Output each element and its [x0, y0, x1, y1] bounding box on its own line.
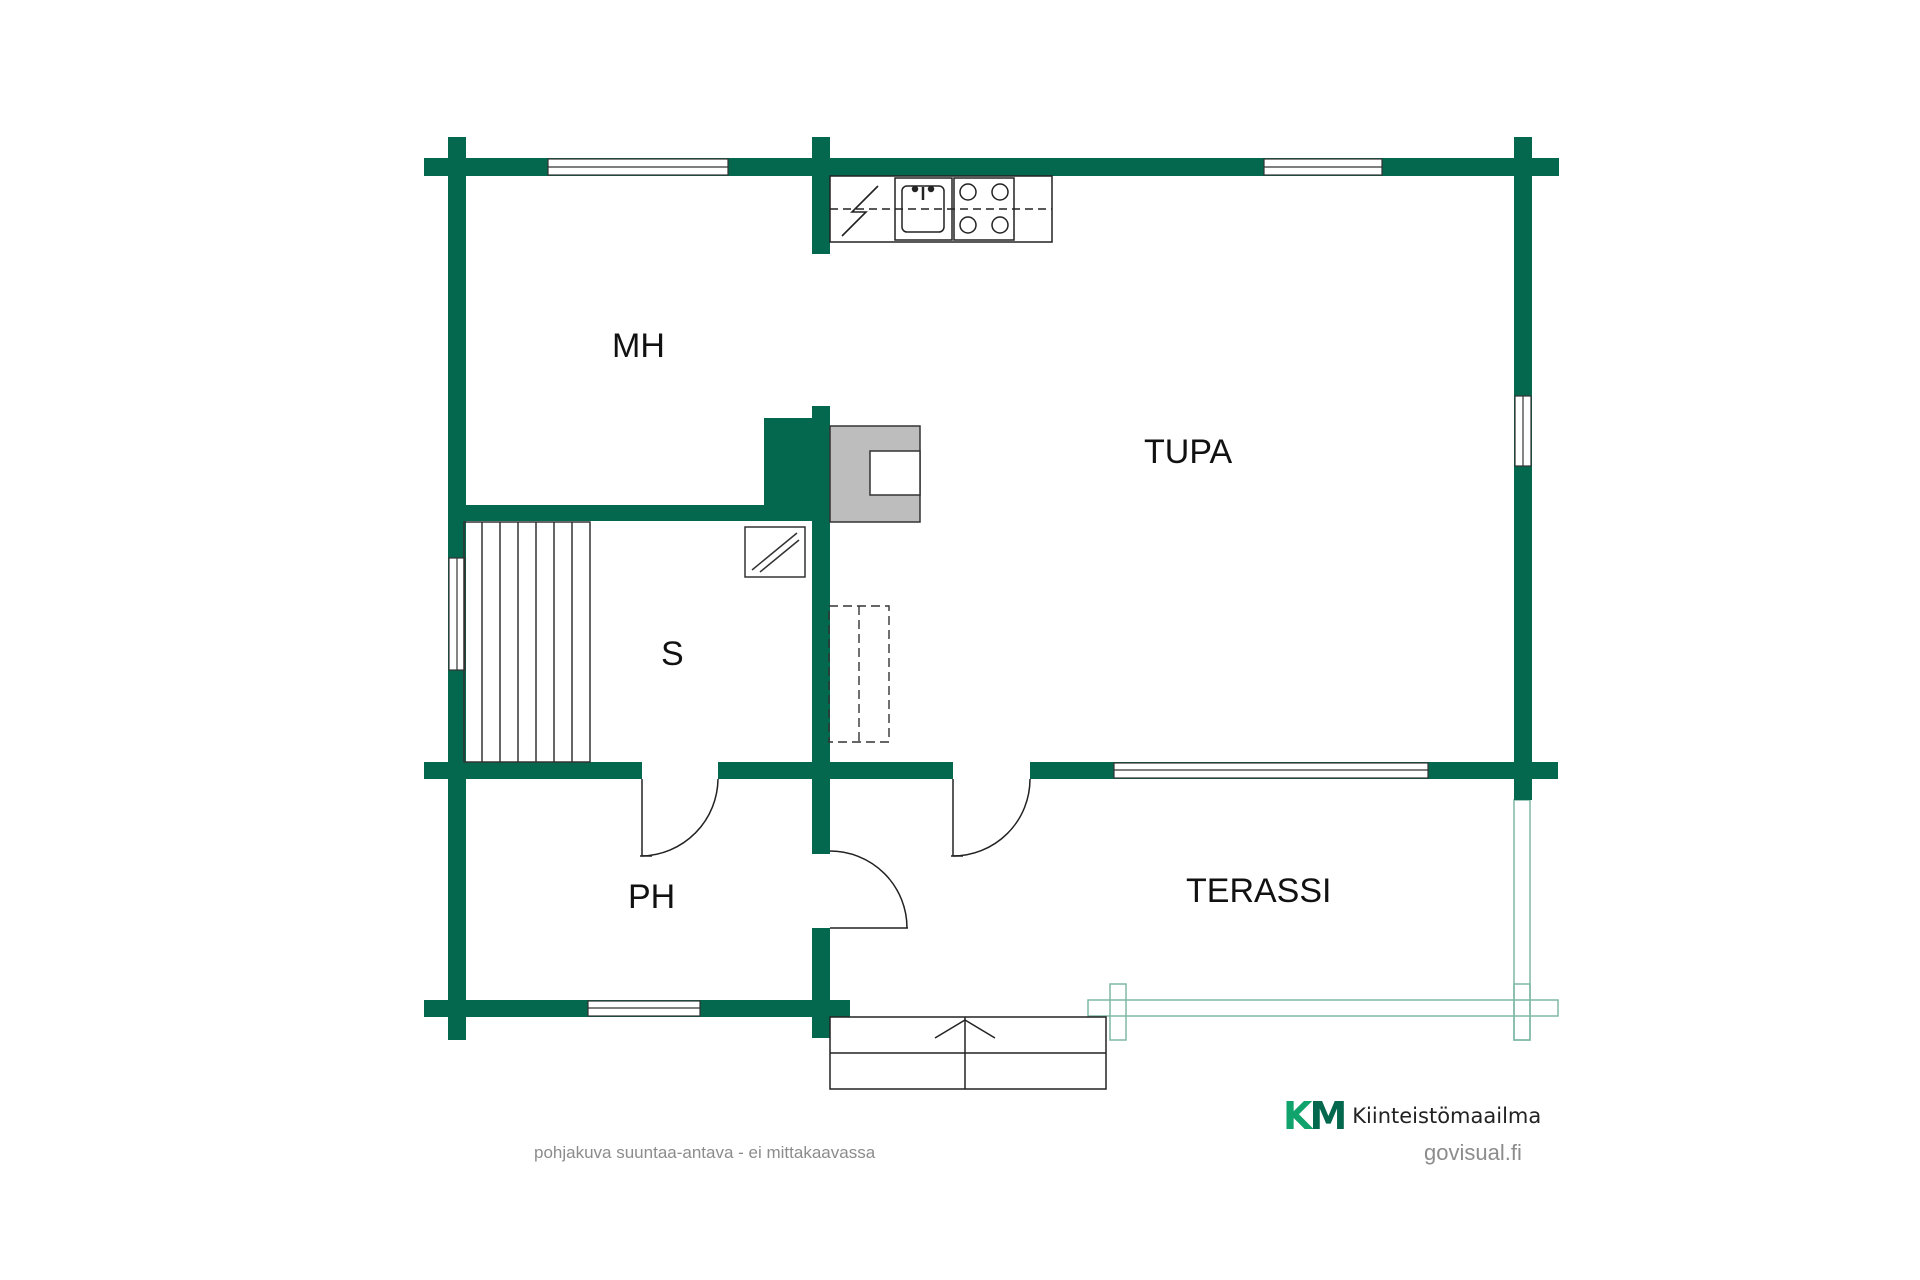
- bench-dashed: [828, 605, 890, 743]
- entrance-steps-icon: [829, 1016, 1107, 1090]
- brand-mark-m: M: [1309, 1094, 1347, 1138]
- room-label-mh: MH: [612, 327, 665, 365]
- window-mh-top: [547, 158, 729, 176]
- sauna-bench-icon: [463, 521, 591, 763]
- room-label-ph: PH: [628, 878, 675, 916]
- door-tupa-terrace: [951, 778, 1031, 857]
- kitchen-counter: [829, 175, 1053, 243]
- window-tupa-bottom: [1113, 762, 1429, 779]
- room-label-s: S: [661, 635, 684, 673]
- window-sauna-left: [448, 557, 466, 671]
- terrace-railing: [1087, 799, 1559, 1041]
- walls: [424, 137, 1559, 1040]
- credit-text: govisual.fi: [1424, 1140, 1522, 1165]
- window-ph-bottom: [587, 1000, 701, 1017]
- disclaimer-text: pohjakuva suuntaa-antava - ei mittakaava…: [534, 1143, 876, 1162]
- room-label-tupa: TUPA: [1144, 433, 1232, 471]
- brand-mark-k: K: [1283, 1094, 1313, 1138]
- windows: [448, 158, 1532, 1017]
- sauna-heater-icon: [744, 526, 806, 578]
- sink-icon: [894, 177, 953, 241]
- door-sauna: [640, 778, 719, 857]
- room-label-terassi: TERASSI: [1186, 872, 1331, 910]
- window-tupa-right: [1514, 395, 1532, 467]
- brand-logo: KM Kiinteistömaailma: [1283, 1097, 1541, 1135]
- brand-mark: KM: [1283, 1094, 1347, 1138]
- brand-name: Kiinteistömaailma: [1352, 1104, 1542, 1128]
- cooktop-icon: [953, 177, 1015, 241]
- window-tupa-top: [1263, 158, 1383, 176]
- lightning-icon: [841, 185, 879, 237]
- doors: [640, 778, 1031, 929]
- door-ph: [829, 850, 908, 929]
- fireplace-icon: [829, 425, 921, 523]
